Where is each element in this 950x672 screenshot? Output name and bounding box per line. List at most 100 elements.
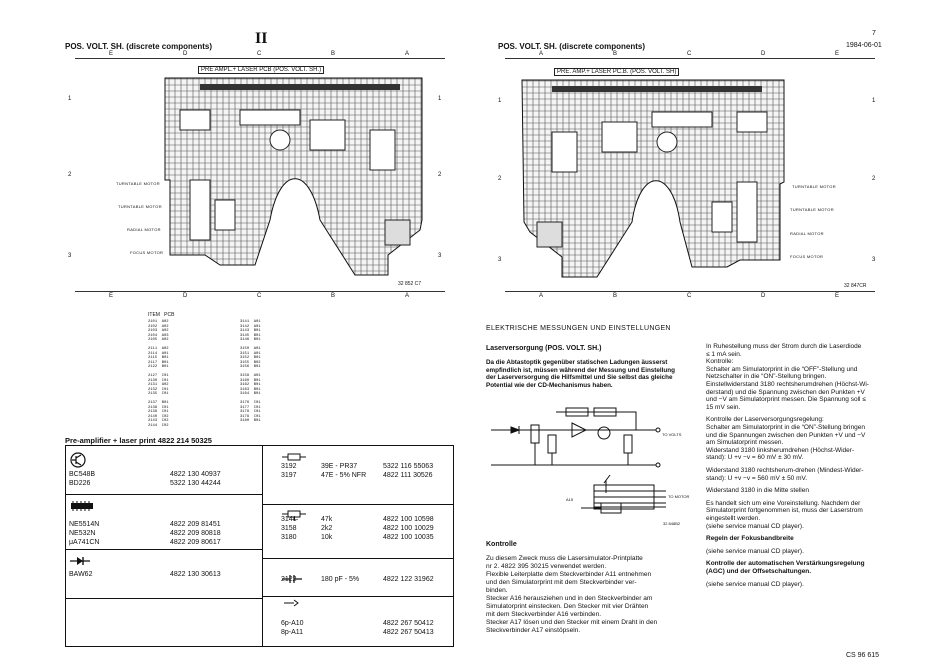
cross-ref-header-item: ITEM [148, 312, 160, 318]
left-page-title: POS. VOLT. SH. (discrete components) [65, 42, 212, 51]
cross-ref-item: 2143 [148, 419, 158, 424]
kontrolle-line: nr 2. 4822 395 30215 verwendet werden. [486, 563, 607, 570]
cross-ref-pcb: C01 [161, 387, 169, 392]
right-grid-frame [505, 58, 875, 292]
cross-ref-item: 3152 [240, 356, 250, 361]
page-mark: II [255, 30, 268, 47]
cross-ref-pcb: B01 [161, 365, 169, 370]
cross-ref-row: 2104 A03 [148, 334, 169, 338]
part-type: BD226 [69, 480, 91, 487]
cross-ref-row: 2122 B01 [148, 365, 169, 369]
part-code: 4822 209 80818 [170, 530, 221, 537]
cross-ref-row: 2103 A02 [148, 329, 169, 333]
cross-ref-pcb: B02 [253, 360, 261, 365]
instruction-line: Netzschalter in die “ON”-Stellung bringe… [706, 373, 827, 381]
right-pcb-drawing [521, 79, 785, 278]
instruction-line: stand): U +v −v = 60 mV ± 30 mV. [706, 454, 804, 462]
cross-ref-row: 3159 A01 [240, 374, 261, 378]
cross-ref-item: 2117 [148, 360, 158, 365]
cross-ref-pcb: B01 [161, 356, 169, 361]
cross-ref-pcb: C01 [253, 410, 261, 415]
right-pcb-title: PRE. AMP.+ LASER PC.B. (POS. VOLT. SH) [554, 68, 680, 76]
part-code: 4822 100 10029 [383, 525, 434, 532]
cross-ref-item: 2132 [148, 387, 158, 392]
cross-ref-row: 3156 B01 [240, 365, 261, 369]
instruction-line: Regeln der Fokusbandbreite [706, 535, 794, 543]
cross-ref-item: 3151 [240, 351, 250, 356]
cross-ref-pcb: C02 [161, 424, 169, 428]
cross-ref-pcb: A01 [253, 324, 261, 329]
cross-ref-item: 3156 [240, 365, 250, 370]
simulator-schematic [491, 407, 666, 514]
part-value: 39E - PR37 [321, 463, 358, 470]
cross-ref-row: 2144 C02 [148, 424, 169, 428]
cross-ref-row: 2137 B01 [148, 401, 169, 405]
cross-ref-pcb: B01 [253, 383, 261, 388]
section-title: ELEKTRISCHE MESSUNGEN UND EINSTELLUNGEN [486, 325, 671, 332]
diode-icon [70, 557, 90, 565]
grid-letter: A [405, 51, 410, 57]
part-code: 4822 130 30613 [170, 571, 221, 578]
cross-ref-pcb: A02 [161, 347, 169, 351]
part-item: 2122 [281, 576, 297, 583]
cross-ref-item: 2122 [148, 365, 158, 370]
cross-ref-pcb: A01 [253, 351, 261, 356]
cross-ref-pcb: C01 [253, 401, 261, 405]
page-number: 7 [872, 30, 876, 37]
cross-ref-row: 3163 B01 [240, 388, 261, 392]
instruction-line: Kontrolle der Laserversorgungsregelung: [706, 416, 824, 424]
trimmer-icon [282, 510, 306, 520]
grid-letter: A [539, 293, 544, 299]
kontrolle-line: Stecker A17 lösen und den Stecker mit ei… [486, 619, 658, 626]
cross-ref-item: 3155 [240, 360, 250, 365]
schem-label-motor: TO MOTOR [668, 494, 690, 499]
cross-ref-pcb: A01 [253, 347, 261, 351]
cross-ref-item: 3160 [240, 378, 250, 383]
cross-ref-item: 2131 [148, 383, 158, 388]
instruction-line: Kontrolle: [706, 358, 734, 366]
cross-ref-row: 2117 B01 [148, 361, 169, 365]
left-row-1: 1 [68, 96, 72, 102]
part-type: BAW62 [69, 571, 93, 578]
part-item: 3192 [281, 463, 297, 470]
cross-ref-item: 2140 [148, 414, 158, 419]
grid-letter: C [687, 51, 692, 57]
right-motor-3: RADIAL MOTOR [790, 231, 824, 236]
instruction-line: Widerstand 3180 linksherumdrehen (Höchst… [706, 446, 855, 454]
cross-ref-row: 2111 A02 [148, 347, 169, 351]
cross-ref-row: 3162 B01 [240, 383, 261, 387]
instruction-line: Kontrolle der automatischen Verstärkungs… [706, 560, 865, 568]
cross-ref-item: 3159 [240, 374, 250, 378]
grid-letter: C [257, 293, 262, 299]
cross-ref-pcb: B01 [253, 392, 261, 397]
cross-ref-row: 2115 B01 [148, 356, 169, 360]
right-row-3-r: 3 [872, 257, 876, 263]
cross-ref-pcb: B01 [253, 329, 261, 334]
instruction-line: (AGC) und der Offsetschaltungen. [706, 568, 812, 575]
instruction-line: Widerstand 3180 rechtsherum-drehen (Mind… [706, 467, 864, 474]
right-row-1: 1 [498, 98, 502, 104]
right-row-2-r: 2 [872, 176, 876, 182]
resistor-icon [282, 453, 306, 461]
cross-ref-row: 2101 A02 [148, 320, 169, 324]
cross-ref-item: 3179 [240, 414, 250, 419]
part-item: 6p-A10 [281, 620, 304, 627]
part-code: 4822 267 50412 [383, 620, 434, 627]
instruction-line: In Ruhestellung muss der Strom durch die… [706, 343, 862, 350]
grid-letter: B [331, 51, 336, 57]
kontrolle-line: Stecker A16 herausziehen und in den Stec… [486, 595, 653, 602]
right-row-3: 3 [498, 257, 502, 263]
cross-ref-item: 3146 [240, 338, 250, 343]
grid-letter: A [539, 51, 544, 57]
instruction-line: Es handelt sich um eine Voreinstellung. … [706, 499, 861, 507]
cross-ref-pcb: A01 [161, 351, 169, 356]
schem-label-a15: A15 [566, 497, 574, 502]
cross-ref-item: 2130 [148, 378, 158, 383]
cross-ref-pcb: A02 [161, 383, 169, 388]
kontrolle-line: Simulatorprint einstecken. Den Stecker m… [486, 603, 649, 610]
right-row-1-r: 1 [872, 98, 876, 104]
ic-icon [71, 501, 93, 511]
schem-label-volts: TO VOLTS [662, 432, 682, 437]
parts-table [65, 445, 454, 647]
cross-ref-pcb: A03 [161, 333, 169, 338]
